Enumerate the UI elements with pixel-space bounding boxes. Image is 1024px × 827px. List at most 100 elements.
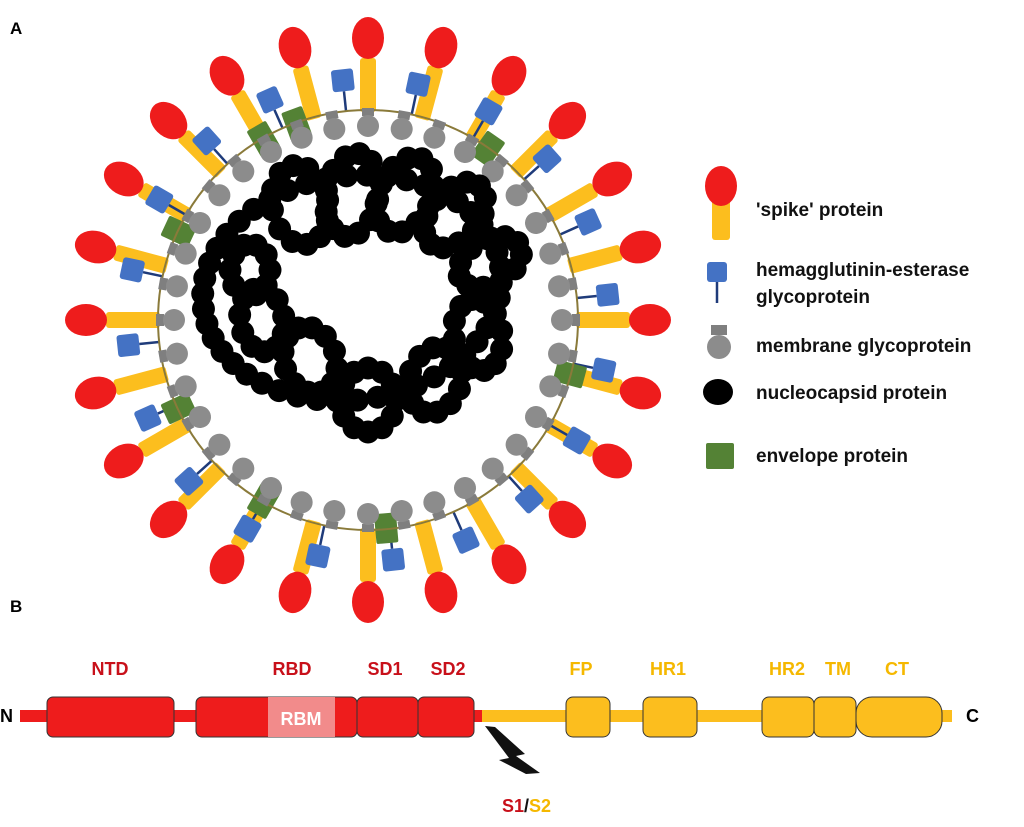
s1-s2-separator: / [524,796,529,816]
membrane-glycoprotein [256,477,282,507]
fp-label: FP [569,659,592,679]
ntd-label: NTD [92,659,129,679]
panel-a-letter: A [10,19,22,38]
envelope-protein [160,216,197,248]
tm-domain [813,696,857,738]
he-glycoprotein [549,423,591,455]
legend: 'spike' protein hemagglutinin-esterase g… [703,166,971,469]
membrane-glycoprotein [539,241,570,265]
membrane-glycoprotein [256,133,282,163]
virion-diagram [65,17,671,623]
membrane-glycoproteins [156,108,580,532]
membrane-glycoprotein [181,406,211,432]
nucleocapsid-bead [254,243,278,267]
sd1-label: SD1 [367,659,402,679]
membrane-glycoprotein [481,457,509,487]
rbm-region [268,697,335,737]
spike-protein [414,519,458,614]
s1-label: S1 [502,796,524,816]
legend-envelope-label: envelope protein [756,446,908,467]
envelope-protein [552,360,587,389]
legend-spike-icon [705,166,737,240]
membrane-glycoprotein [454,133,480,163]
rbd-label: RBD [273,659,312,679]
he-glycoprotein [116,333,160,357]
sd1-domain [356,696,419,738]
membrane-glycoprotein [481,153,509,183]
he-glycoprotein [576,283,620,307]
nucleocapsid-bead [483,302,507,326]
nucleocapsid-bead [268,217,292,241]
ntd-domain [46,696,175,738]
spike-protein [74,230,169,274]
spike-protein [510,101,587,178]
membrane-glycoprotein [525,406,555,432]
nucleocapsid-bead [450,360,474,384]
nucleocapsid-bead [314,200,338,224]
membrane-glycoprotein [323,500,346,530]
nucleocapsid-bead [274,357,298,381]
membrane-glycoprotein [505,179,535,207]
legend-envelope-icon [706,443,734,469]
nucleocapsid-bead [471,202,495,226]
legend-he-label-line1: hemagglutinin-esterase [756,260,969,281]
he-glycoprotein [145,185,187,217]
fp-domain [565,696,611,738]
membrane-glycoprotein [201,433,231,461]
nucleocapsid-bead [503,257,527,281]
legend-he-icon [707,262,727,303]
spike-protein [352,528,384,623]
membrane-glycoprotein [390,500,413,530]
spike-protein [567,230,662,274]
hr1-label: HR1 [650,659,686,679]
membrane-glycoprotein [423,491,447,522]
spike-protein [103,161,191,222]
membrane-glycoprotein [289,491,313,522]
membrane-glycoprotein [158,342,188,365]
he-glycoprotein [523,144,562,181]
spike-protein [149,101,226,178]
spike-protein [466,497,527,585]
surface-proteins [65,17,671,623]
membrane-glycoprotein [166,375,197,399]
legend-spike-label: 'spike' protein [756,200,883,221]
membrane-glycoprotein [548,275,578,298]
spike-protein [352,17,384,112]
membrane-glycoprotein [323,110,346,140]
envelope-protein [374,512,399,544]
spike-protein [278,519,322,614]
nucleocapsid-bead [366,385,390,409]
membrane-glycoprotein [181,208,211,234]
nucleocapsid-bead [345,388,369,412]
nucleocapsid-bead [422,365,446,389]
spike-protein [466,55,527,143]
he-glycoprotein [559,208,602,236]
ct-label: CT [885,659,909,679]
spike-protein [103,418,191,479]
membrane-glycoprotein [390,110,413,140]
sd2-label: SD2 [430,659,465,679]
he-glycoprotein [256,86,284,129]
he-glycoprotein [471,97,503,139]
spike-protein [545,418,633,479]
legend-membrane-label: membrane glycoprotein [756,336,971,357]
hr2-domain [761,696,815,738]
nucleocapsid-bead [367,209,391,233]
he-glycoprotein [305,525,331,569]
rbm-label: RBM [281,709,322,729]
spike-protein [576,304,671,336]
spike-protein [74,366,169,410]
legend-membrane-icon [707,325,731,359]
spike-protein [510,462,587,539]
nucleocapsid-bead [419,157,443,181]
membrane-glycoprotein [227,457,255,487]
nucleocapsid-bead [415,204,439,228]
nucleocapsid-bead [313,324,337,348]
nucleocapsid-bead [369,172,393,196]
legend-nucleocapsid-label: nucleocapsid protein [756,383,947,404]
membrane-glycoprotein [227,153,255,183]
nucleocapsid-bead [314,178,338,202]
nucleocapsid-bead [260,198,284,222]
nucleocapsid-bead [364,192,388,216]
